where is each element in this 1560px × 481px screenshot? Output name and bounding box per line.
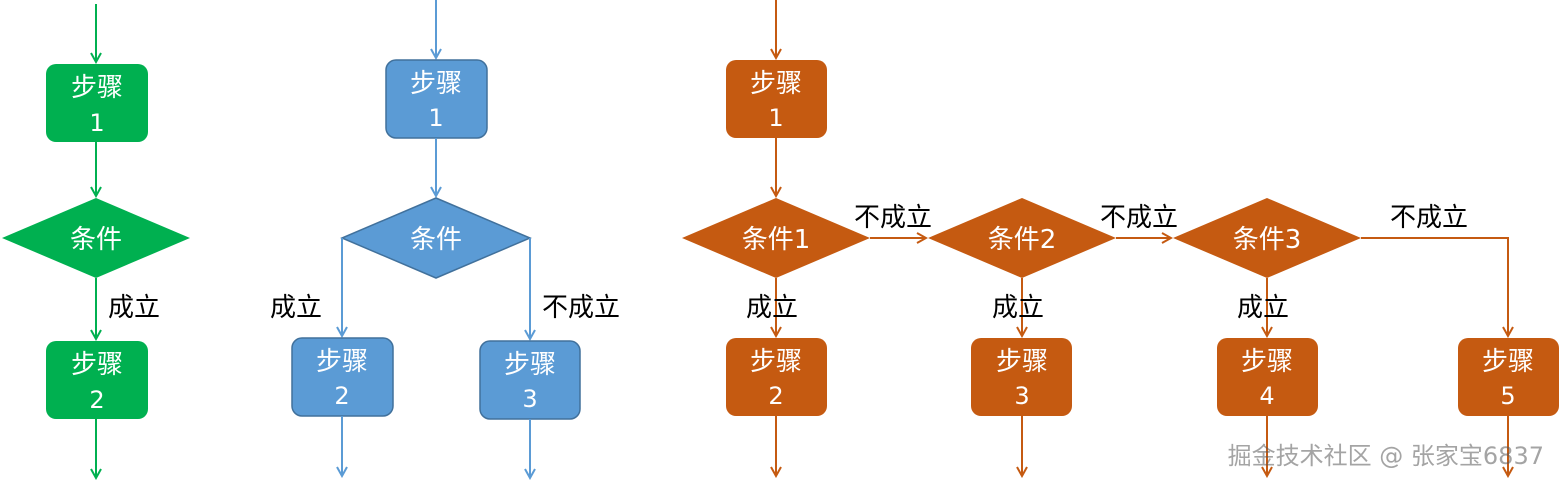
condition-diamond [2,198,190,278]
step-1-box [726,60,827,138]
no-label-3: 不成立 [1390,203,1468,233]
watermark: 掘金技术社区 @ 张家宝6837 [1227,442,1544,470]
condition-1-diamond [682,198,870,278]
no-connector-3 [1361,237,1508,336]
step-1-number: 1 [768,104,783,132]
no-label: 不成立 [542,293,620,323]
step-5-label: 步骤 [1482,347,1534,377]
step-2-label: 步骤 [71,350,123,380]
step-3-number: 3 [522,385,537,413]
condition-label: 条件 [410,225,462,255]
step-3-label: 步骤 [996,347,1048,377]
step-4-box [1217,338,1318,416]
step-3-label: 步骤 [504,350,556,380]
condition-1-label: 条件1 [742,225,811,255]
yes-label: 成立 [270,293,322,323]
step-2-number: 2 [89,386,104,414]
step-5-box [1458,338,1559,416]
condition-2-label: 条件2 [988,225,1057,255]
yes-label-2: 成立 [992,293,1044,323]
flow-branch: 步骤 1 条件 成立 不成立 步骤 2 步骤 3 [270,0,620,478]
step-1-label: 步骤 [410,69,462,99]
flow-multi: 步骤 1 条件1 条件2 条件3 不成立 不成立 不成立 成立 成立 成立 步骤… [682,0,1559,476]
step-4-label: 步骤 [1241,347,1293,377]
step-5-number: 5 [1500,382,1515,410]
step-4-number: 4 [1259,382,1274,410]
step-2-box [726,338,827,416]
step-1-box [46,64,148,142]
no-label-1: 不成立 [854,203,932,233]
step-2-number: 2 [334,382,349,410]
step-1-number: 1 [89,109,104,137]
step-3-number: 3 [1014,382,1029,410]
condition-3-label: 条件3 [1233,225,1302,255]
step-1-label: 步骤 [750,69,802,99]
condition-label: 条件 [70,225,122,255]
step-2-label: 步骤 [316,347,368,377]
step-3-box [971,338,1072,416]
condition-2-diamond [928,198,1116,278]
condition-3-diamond [1173,198,1361,278]
yes-label-1: 成立 [746,293,798,323]
condition-diamond [340,197,532,279]
step-2-label: 步骤 [750,347,802,377]
yes-label: 成立 [108,293,160,323]
step-2-box [46,341,148,419]
step-2-number: 2 [768,382,783,410]
flow-sequential: 步骤 1 条件 成立 步骤 2 [2,4,190,478]
step-1-number: 1 [428,104,443,132]
step-1-label: 步骤 [71,73,123,103]
no-label-2: 不成立 [1100,203,1178,233]
yes-label-3: 成立 [1237,293,1289,323]
